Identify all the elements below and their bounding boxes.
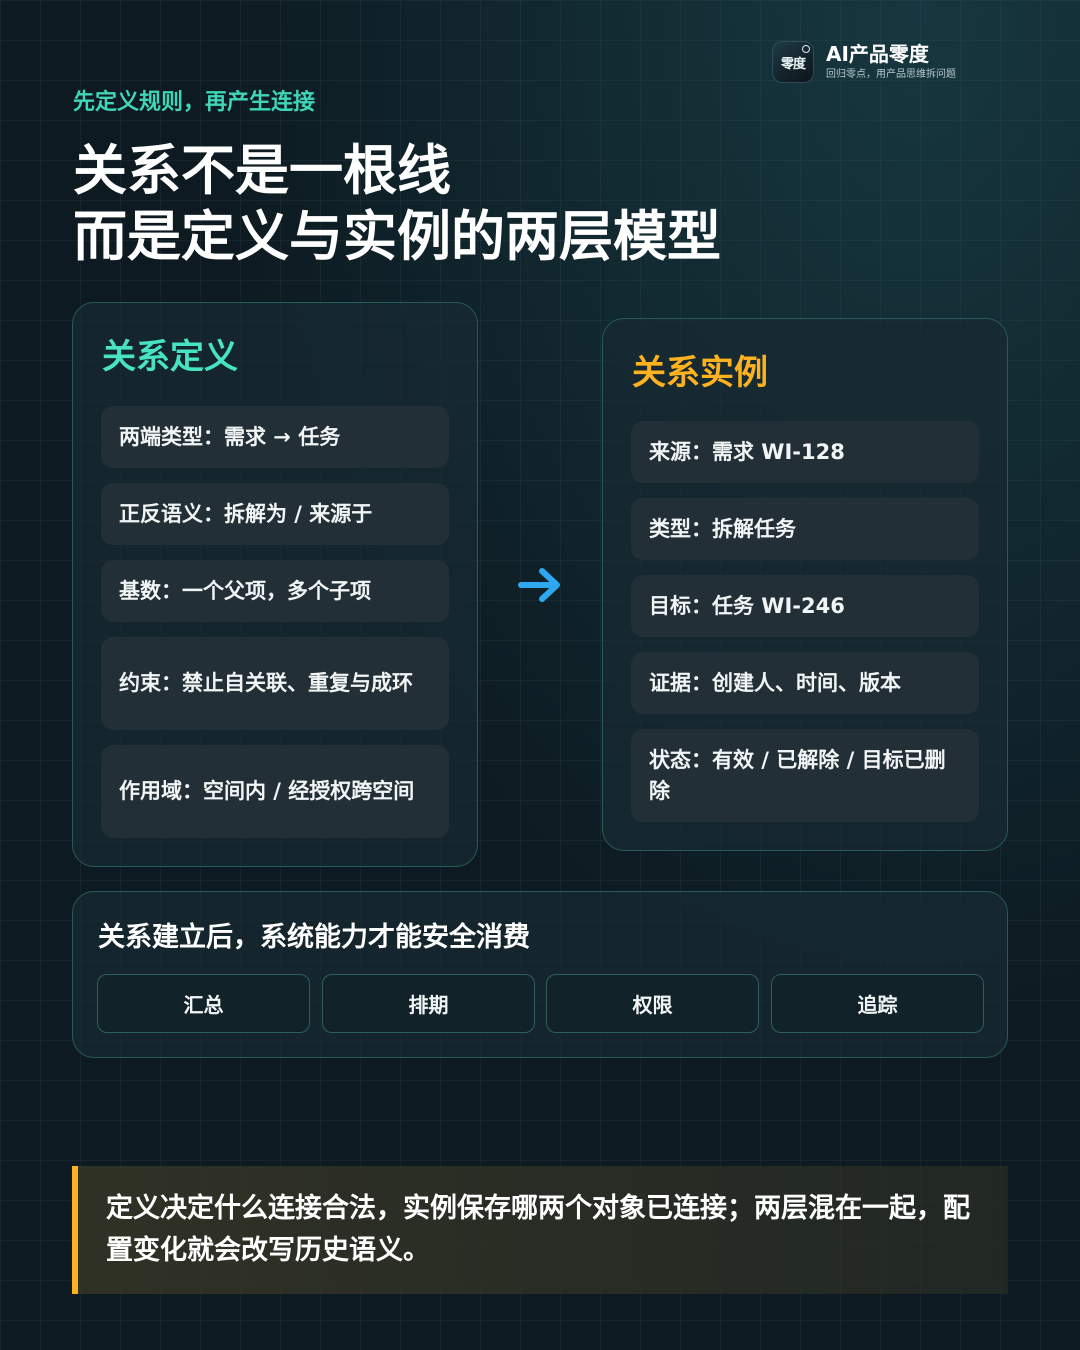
instance-item: 类型：拆解任务	[631, 498, 979, 560]
callout: 定义决定什么连接合法，实例保存哪两个对象已连接；两层混在一起，配置变化就会改写历…	[72, 1166, 1008, 1294]
instance-item: 状态：有效 / 已解除 / 目标已删除	[631, 729, 979, 822]
brand: 零度 AI产品零度 回归零点，用产品思维拆问题	[772, 41, 956, 83]
capability-pill-trace: 追踪	[771, 974, 984, 1033]
instance-heading: 关系实例	[632, 353, 768, 393]
capability-card: 关系建立后，系统能力才能安全消费 汇总 排期 权限 追踪	[72, 891, 1008, 1058]
definition-heading: 关系定义	[102, 337, 238, 377]
title-line-2: 而是定义与实例的两层模型	[73, 205, 721, 268]
brand-name: AI产品零度	[826, 42, 929, 66]
callout-text: 定义决定什么连接合法，实例保存哪两个对象已连接；两层混在一起，配置变化就会改写历…	[106, 1193, 970, 1266]
brand-logo-text: 零度	[780, 56, 806, 72]
definition-item: 基数：一个父项，多个子项	[101, 560, 449, 622]
capability-pill-schedule: 排期	[322, 974, 535, 1033]
page-title: 关系不是一根线 而是定义与实例的两层模型	[73, 138, 721, 270]
capability-pill-permission: 权限	[546, 974, 759, 1033]
instance-card: 关系实例 来源：需求 WI-128 类型：拆解任务 目标：任务 WI-246 证…	[602, 318, 1008, 851]
definition-item: 两端类型：需求 → 任务	[101, 406, 449, 468]
definition-card: 关系定义 两端类型：需求 → 任务 正反语义：拆解为 / 来源于 基数：一个父项…	[72, 302, 478, 867]
instance-item: 目标：任务 WI-246	[631, 575, 979, 637]
title-line-1: 关系不是一根线	[73, 139, 451, 202]
definition-item: 正反语义：拆解为 / 来源于	[101, 483, 449, 545]
capability-pill-summary: 汇总	[97, 974, 310, 1033]
brand-text: AI产品零度 回归零点，用产品思维拆问题	[826, 42, 956, 82]
arrow-right-icon	[518, 568, 560, 602]
brand-logo: 零度	[772, 41, 814, 83]
brand-slogan: 回归零点，用产品思维拆问题	[826, 69, 956, 80]
definition-item: 约束：禁止自关联、重复与成环	[101, 637, 449, 730]
logo-ring-icon	[802, 45, 810, 53]
callout-accent-bar	[72, 1166, 78, 1294]
instance-item: 证据：创建人、时间、版本	[631, 652, 979, 714]
instance-item: 来源：需求 WI-128	[631, 421, 979, 483]
kicker: 先定义规则，再产生连接	[73, 90, 316, 115]
definition-item: 作用域：空间内 / 经授权跨空间	[101, 745, 449, 838]
capability-heading: 关系建立后，系统能力才能安全消费	[98, 922, 530, 953]
